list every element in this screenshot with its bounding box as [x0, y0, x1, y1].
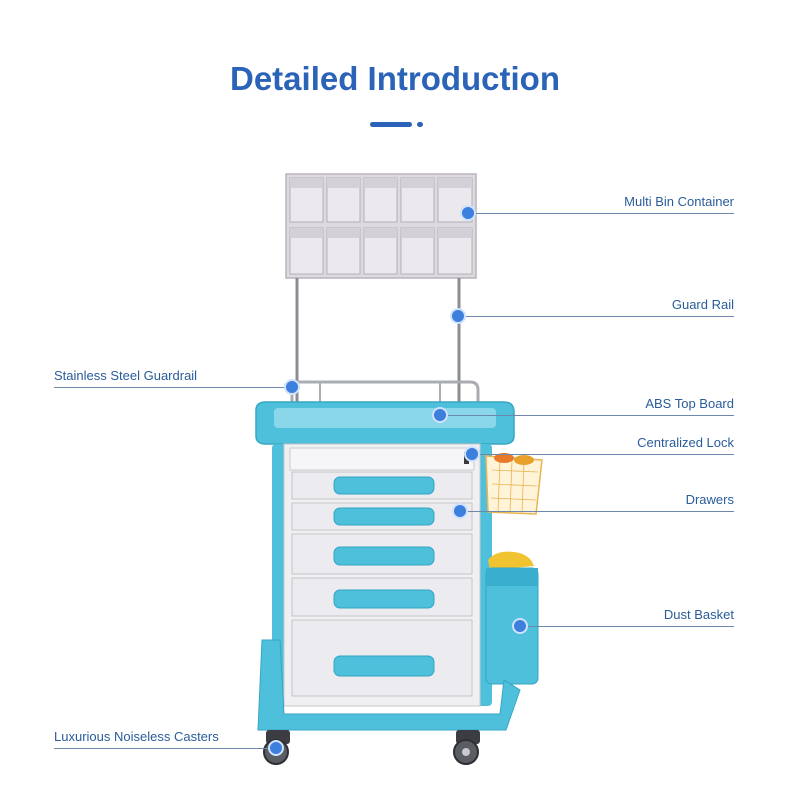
marker-dust-basket	[512, 618, 528, 634]
label-guard-rail: Guard Rail	[671, 297, 734, 312]
label-centralized-lock: Centralized Lock	[637, 435, 734, 450]
leader-line-guard-rail	[458, 316, 734, 317]
multi-bin-container-graphic	[285, 173, 477, 279]
label-multi-bin-container: Multi Bin Container	[624, 194, 734, 209]
leader-line-centralized-lock	[472, 454, 734, 455]
marker-multi-bin	[460, 205, 476, 221]
marker-stainless-guardrail	[284, 379, 300, 395]
page-title: Detailed Introduction	[230, 60, 560, 97]
leader-line-multi-bin	[468, 213, 734, 214]
marker-casters	[268, 740, 284, 756]
title-underline	[370, 122, 412, 127]
marker-drawers	[452, 503, 468, 519]
marker-abs-top-board	[432, 407, 448, 423]
label-stainless-steel-guardrail: Stainless Steel Guardrail	[54, 368, 198, 383]
marker-guard-rail	[450, 308, 466, 324]
label-abs-top-board: ABS Top Board	[645, 396, 734, 411]
title-underline-dot	[417, 122, 423, 127]
leader-line-casters	[54, 748, 276, 749]
leader-line-drawers	[460, 511, 734, 512]
marker-centralized-lock	[464, 446, 480, 462]
label-dust-basket: Dust Basket	[663, 607, 734, 622]
leader-line-stainless-guardrail	[54, 387, 292, 388]
leader-line-abs-top-board	[440, 415, 734, 416]
label-casters: Luxurious Noiseless Casters	[54, 729, 219, 744]
label-drawers: Drawers	[685, 492, 734, 507]
leader-line-dust-basket	[520, 626, 734, 627]
